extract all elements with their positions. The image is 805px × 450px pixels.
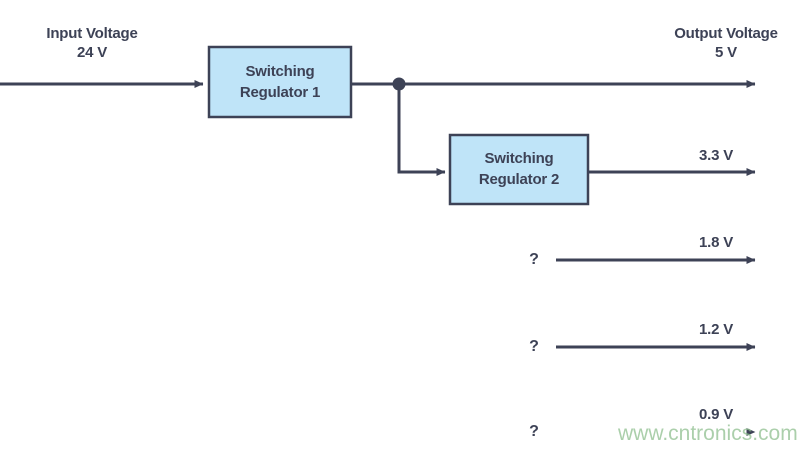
regulator-2-label: Switching Regulator 2 [478,150,560,188]
out-1v8-label: 1.8 V [698,234,734,251]
out-0v9-unknown-marker: ? [529,423,539,440]
regulator-1-block[interactable] [207,45,353,119]
branch-to-regulator-2 [397,84,446,176]
out-1v2-label: 1.2 V [698,321,734,338]
out-5v-title: Output Voltage [674,25,778,42]
out-5v-label: Output Voltage 5 V [674,24,778,62]
out-0v9-label: 0.9 V [698,406,734,423]
out-1v8-unknown-marker: ? [529,251,539,268]
out-3v3-label: 3.3 V [698,147,734,164]
input-voltage-value: 24 V [76,44,108,61]
watermark: www.cntronics.com [618,422,798,445]
out-1v2-unknown-marker: ? [529,338,539,355]
input-voltage-title: Input Voltage [46,25,138,42]
regulator-2-block[interactable] [448,133,590,206]
input-voltage-label: Input Voltage 24 V [46,24,137,62]
regulator-1-label: Switching Regulator 1 [239,63,321,101]
out-5v-value: 5 V [715,44,737,61]
